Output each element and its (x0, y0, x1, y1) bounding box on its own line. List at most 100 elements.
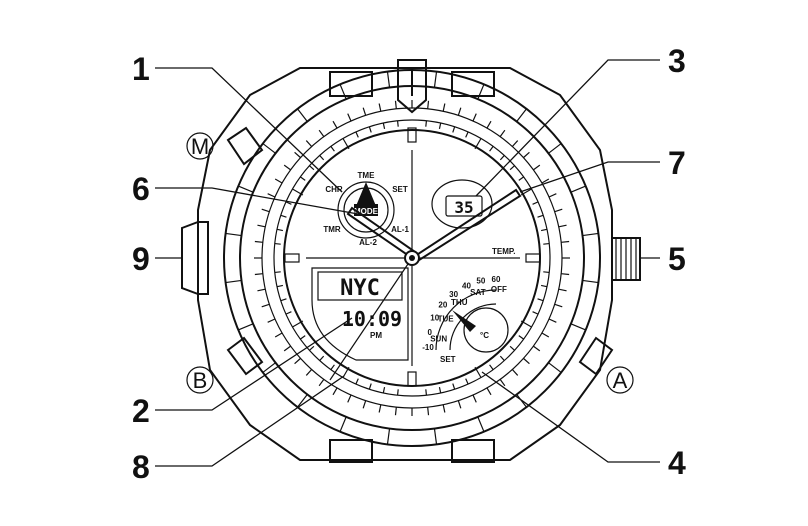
bezel-tick (561, 240, 570, 243)
watch-hands (329, 188, 522, 381)
watch-case (197, 59, 613, 463)
minute-tick (465, 378, 469, 385)
bezel-tick (294, 357, 301, 365)
callout-4: 4 (668, 445, 686, 481)
bezel-tick (332, 120, 338, 129)
bezel-ridge (262, 362, 276, 373)
bezel-tick (561, 273, 570, 276)
bezel-tick (541, 178, 550, 184)
temp-day-label: THU (451, 298, 468, 307)
bezel-tick (472, 394, 477, 403)
minute-tick (518, 176, 524, 181)
lcd-time: 10:09 (342, 307, 402, 331)
temp-scale-label: 10 (430, 313, 439, 322)
bezel-tick (254, 240, 263, 243)
minute-tick (532, 311, 539, 315)
temp-set-label: SET (440, 355, 456, 364)
mode-tmr-label: TMR (323, 225, 341, 234)
bezel-tick (318, 378, 325, 387)
bezel-ridge (570, 323, 586, 331)
bezel-ridge (582, 279, 599, 284)
minute-tick (499, 355, 505, 361)
minute-tick (319, 155, 325, 161)
bezel-tick (257, 288, 266, 292)
seconds-display: 35 (454, 198, 473, 217)
bezel-tick (427, 407, 430, 416)
minute-tick (396, 389, 399, 396)
lcd-city: NYC (340, 276, 380, 301)
minute-tick (274, 271, 281, 274)
bezel-tick (318, 129, 325, 138)
minute-tick (355, 131, 359, 138)
bezel-tick (294, 151, 301, 159)
bezel-tick (283, 345, 292, 352)
button-labels: M B A (186, 132, 634, 394)
minute-tick (309, 345, 315, 351)
minute-tick (499, 155, 505, 161)
minute-tick (276, 284, 284, 288)
minute-tick (474, 366, 482, 378)
minute-tick (465, 131, 469, 138)
temp-scale-label: 20 (438, 301, 447, 310)
minute-tick (276, 228, 284, 232)
minute-tick (285, 311, 292, 315)
minute-tick (382, 122, 386, 130)
minute-tick (396, 120, 399, 127)
bezel-tick (394, 100, 397, 109)
bezel-tick (541, 332, 550, 338)
bezel-tick (472, 113, 477, 122)
bezel-ridge (339, 416, 347, 432)
minute-tick (532, 201, 539, 205)
mode-al1-label: AL-1 (391, 225, 409, 234)
mode-tme-label: TME (358, 171, 376, 180)
bezel-tick (274, 178, 283, 184)
bezel-ridge (516, 108, 527, 122)
mode-chr-label: CHR (325, 185, 343, 194)
minute-tick (300, 176, 306, 181)
bezel-ridge (238, 323, 254, 331)
bezel-tick (511, 369, 519, 376)
bezel-tick (305, 140, 313, 147)
minute-tick (489, 364, 494, 370)
bezel-ridge (225, 279, 242, 284)
minute-tick (537, 298, 544, 302)
minute-tick (438, 122, 442, 130)
temp-label: TEMP. (492, 247, 515, 256)
button-m-label: M (191, 134, 209, 159)
minute-tick (292, 320, 304, 328)
bezel-tick (486, 120, 492, 129)
bezel-tick (511, 140, 519, 147)
temp-scale-label: 30 (449, 290, 458, 299)
bezel-tick (378, 103, 382, 112)
minute-tick (452, 383, 456, 390)
bezel-ridge (548, 362, 562, 373)
bezel-tick (457, 400, 462, 409)
minute-tick (330, 146, 335, 152)
bezel-ridge (433, 428, 438, 445)
minute-tick (342, 138, 350, 150)
bezel-tick (548, 193, 557, 198)
bezel-tick (548, 318, 557, 323)
minute-tick (543, 271, 550, 274)
bezel-tick (378, 404, 382, 413)
temp-day-label: SUN (430, 334, 447, 343)
callout-6: 6 (132, 171, 150, 207)
minute-tick (368, 383, 372, 390)
bezel-ridge (570, 185, 586, 193)
minute-tick (543, 242, 550, 245)
temp-scale-label: -10 (422, 343, 434, 352)
temp-day-label: SAT (470, 288, 486, 297)
bezel-ridge (582, 232, 599, 237)
minute-tick (280, 298, 287, 302)
bezel-ridge (477, 416, 485, 432)
minute-tick (382, 386, 386, 394)
minute-tick (520, 188, 532, 196)
bezel-ridge (548, 143, 562, 154)
callout-numbers: 1 2 3 4 5 6 7 8 9 (132, 43, 686, 485)
digital-lcd: NYC 10:09 PM (311, 267, 409, 361)
button-b-label: B (193, 368, 208, 393)
bezel-tick (283, 164, 292, 171)
temp-scale-label: 60 (492, 275, 501, 284)
bezel-tick (261, 303, 270, 308)
minute-tick (309, 165, 315, 171)
